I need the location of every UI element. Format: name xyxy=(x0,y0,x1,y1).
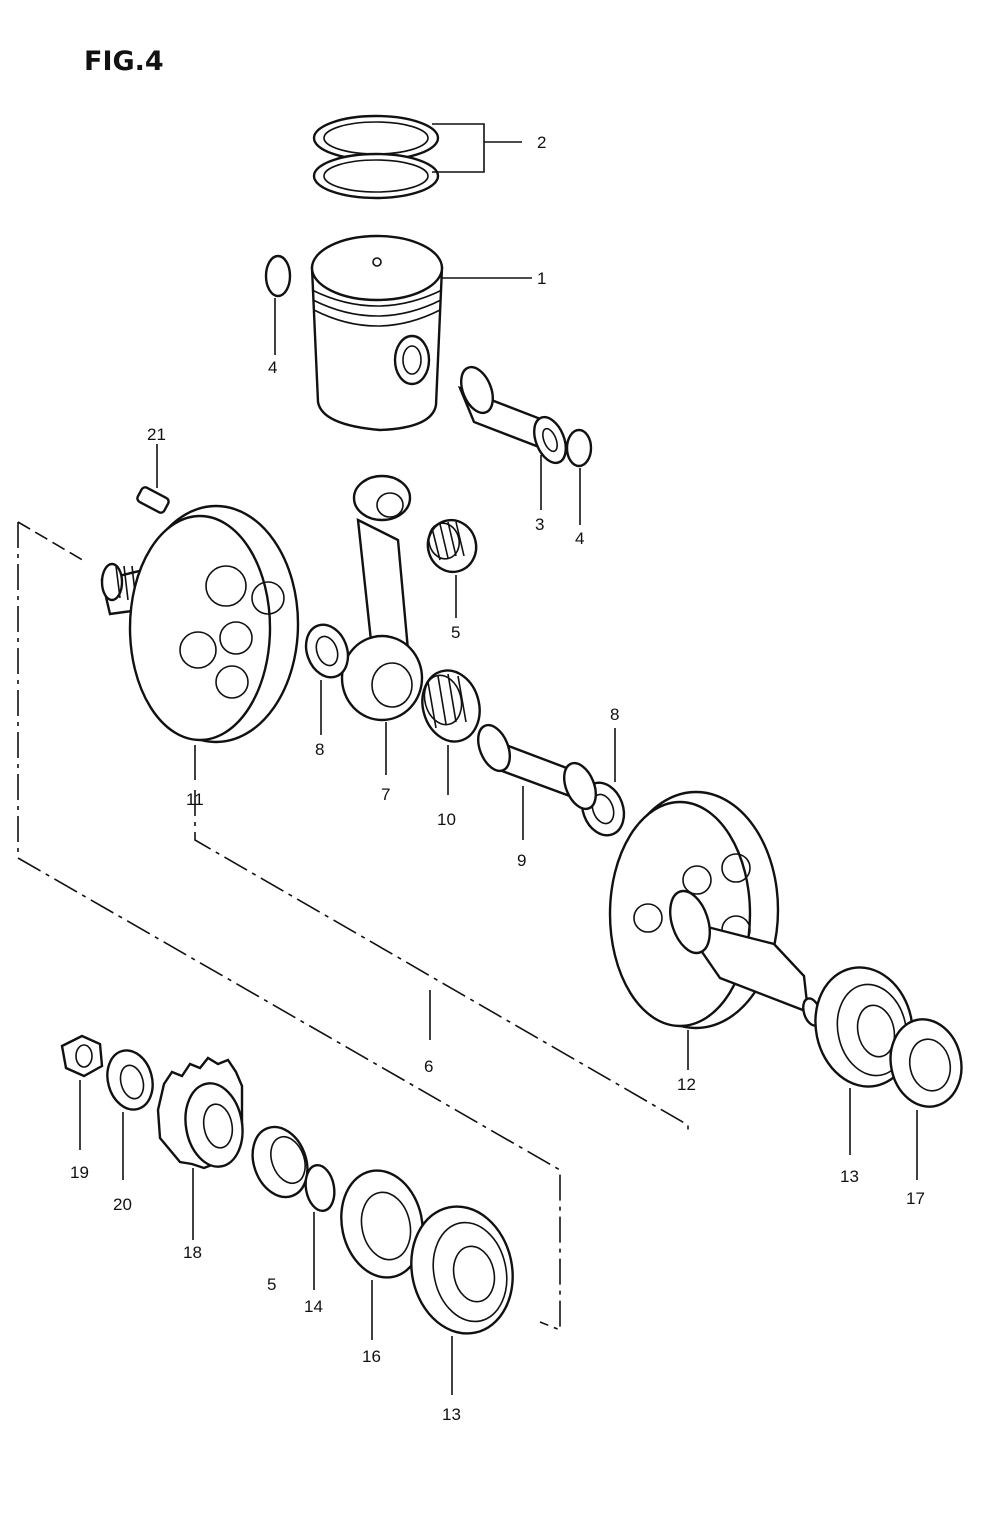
callout-12: 12 xyxy=(677,1075,696,1094)
callout-4-right: 4 xyxy=(575,529,584,548)
callout-4-left: 4 xyxy=(268,358,277,377)
crankshaft-right xyxy=(608,790,822,1070)
circlip-14 xyxy=(304,1164,336,1290)
lock-washer xyxy=(106,1049,154,1180)
thrust-washer-left xyxy=(304,623,350,679)
callout-13-left: 13 xyxy=(442,1405,461,1424)
spacer xyxy=(251,1125,309,1199)
callout-5-top: 5 xyxy=(451,623,460,642)
circlip-left xyxy=(264,254,292,298)
callout-3: 3 xyxy=(535,515,544,534)
needle-bearing-small-end xyxy=(426,518,478,618)
callout-17: 17 xyxy=(906,1189,925,1208)
callout-14: 14 xyxy=(304,1297,323,1316)
callout-9: 9 xyxy=(517,851,526,870)
callout-8-right: 8 xyxy=(610,705,619,724)
bearing-right xyxy=(814,966,914,1155)
callout-7: 7 xyxy=(381,785,390,804)
callout-8-left: 8 xyxy=(315,740,324,759)
piston-pin xyxy=(457,365,567,510)
callout-20: 20 xyxy=(113,1195,132,1214)
connecting-rod xyxy=(340,474,424,775)
callout-19: 19 xyxy=(70,1163,89,1182)
callout-13-right: 13 xyxy=(840,1167,859,1186)
crank-pin xyxy=(477,723,597,840)
nut xyxy=(60,1034,104,1150)
oil-seal-left xyxy=(340,1169,424,1340)
callout-10: 10 xyxy=(437,810,456,829)
bearing-left xyxy=(410,1205,514,1395)
callout-21: 21 xyxy=(147,425,166,444)
circlip-right xyxy=(565,428,593,468)
piston-rings xyxy=(312,114,522,200)
callout-1: 1 xyxy=(537,269,546,288)
oil-seal-right xyxy=(889,1018,963,1180)
primary-drive-gear xyxy=(156,1056,244,1240)
crank-pin-21 xyxy=(136,444,170,514)
callout-11: 11 xyxy=(186,790,204,809)
piston xyxy=(310,234,532,432)
callout-5-bottom: 5 xyxy=(267,1275,276,1294)
crankshaft-left xyxy=(100,504,300,780)
callout-2: 2 xyxy=(537,133,546,152)
needle-bearing-big-end xyxy=(421,669,481,795)
figure-title: FIG.4 xyxy=(84,46,164,77)
callout-16: 16 xyxy=(362,1347,381,1366)
callout-6: 6 xyxy=(424,1057,433,1076)
callout-18: 18 xyxy=(183,1243,202,1262)
